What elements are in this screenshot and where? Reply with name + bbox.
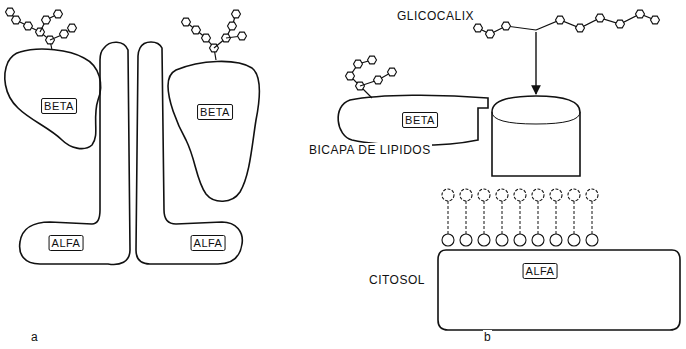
region-label: a	[30, 330, 39, 344]
sugar-ring	[192, 26, 201, 34]
sugar-ring	[24, 22, 33, 30]
pointer-arrow	[535, 32, 536, 94]
subunit-label: BETA	[197, 104, 233, 120]
lipid-head	[496, 234, 508, 246]
sugar-link	[360, 72, 392, 86]
subunit-outline	[134, 38, 246, 268]
subunit-shape: BETA	[164, 56, 264, 206]
lipid-head	[442, 189, 454, 201]
sugar-ring	[474, 24, 483, 32]
sugar-ring	[68, 24, 77, 32]
lipid-layer	[442, 189, 598, 246]
sugar-ring	[202, 34, 211, 42]
subunit-shape: BETA	[330, 92, 490, 150]
sugar-ring	[346, 72, 355, 80]
sugar-ring	[232, 10, 241, 18]
sugar-ring	[6, 8, 15, 16]
lipid-head	[514, 189, 526, 201]
sugar-ring	[502, 22, 511, 30]
lipid-tail	[520, 201, 521, 235]
subunit-border	[338, 95, 488, 145]
subunit-outline	[164, 56, 264, 206]
subunit-border	[168, 61, 259, 201]
lipid-head	[514, 234, 526, 246]
lipid-head	[586, 189, 598, 201]
lipid-head	[532, 234, 544, 246]
subunit-border	[438, 250, 680, 330]
subunit-border	[136, 42, 242, 264]
sugar-ring	[616, 20, 625, 28]
lipid-tail	[574, 201, 575, 235]
lipid-head	[532, 189, 544, 201]
sugar-chains	[6, 8, 660, 98]
sugar-ring	[182, 18, 191, 26]
lipid-head	[496, 189, 508, 201]
subunit-shape: ALFA	[134, 38, 246, 268]
sugar-ring	[636, 10, 645, 18]
sugar-ring	[486, 30, 495, 38]
sugar-ring	[388, 68, 397, 76]
lipid-head	[460, 189, 472, 201]
sugar-ring	[576, 24, 585, 32]
subunit-outline	[436, 248, 682, 332]
sugar-link	[10, 12, 52, 50]
sugar-link	[186, 22, 216, 60]
region-label: GLICOCALIX	[396, 9, 475, 23]
sugar-ring	[374, 76, 383, 84]
sugar-ring	[12, 16, 21, 24]
lipid-head	[568, 234, 580, 246]
lipid-head	[478, 189, 490, 201]
sugar-ring	[556, 16, 565, 24]
subunit-label: ALFA	[523, 263, 558, 279]
subunit-label: BETA	[41, 98, 77, 114]
subunit-outline	[16, 38, 134, 268]
subunit-shape: BETA	[0, 46, 106, 154]
lipid-tail	[556, 201, 557, 235]
sugar-ring	[228, 22, 237, 30]
lipid-tail	[448, 201, 449, 235]
lipid-tail	[466, 201, 467, 235]
region-label: CITOSOL	[368, 273, 426, 287]
sugar-ring	[354, 60, 363, 68]
lipid-head	[568, 189, 580, 201]
subunit-border	[5, 49, 101, 148]
cylinder-rim	[492, 112, 580, 124]
region-label: BICAPA DE LIPIDOS	[308, 143, 432, 157]
sugar-ring	[42, 16, 51, 24]
lipid-tail	[538, 201, 539, 235]
subunit-shape: ALFA	[436, 248, 682, 332]
lipid-tail	[502, 201, 503, 235]
lipid-tail	[484, 201, 485, 235]
sugar-link	[214, 14, 236, 48]
lipid-head	[442, 234, 454, 246]
sugar-ring	[238, 32, 247, 40]
sugar-ring	[651, 16, 660, 24]
lipid-head	[550, 234, 562, 246]
subunit-label: BETA	[402, 112, 438, 128]
lipid-head	[586, 234, 598, 246]
subunit-label: ALFA	[49, 235, 84, 251]
region-label: b	[483, 330, 492, 344]
lipid-head	[550, 189, 562, 201]
lipid-tail	[592, 201, 593, 235]
lipid-head	[460, 234, 472, 246]
sugar-ring	[60, 30, 69, 38]
sugar-ring	[596, 14, 605, 22]
lipid-head	[478, 234, 490, 246]
subunit-shape: ALFA	[16, 38, 134, 268]
sugar-ring	[54, 10, 63, 18]
subunit-border	[20, 42, 130, 264]
sugar-ring	[368, 56, 377, 64]
subunit-label: ALFA	[191, 235, 226, 251]
cylinder-subunit	[492, 96, 580, 176]
